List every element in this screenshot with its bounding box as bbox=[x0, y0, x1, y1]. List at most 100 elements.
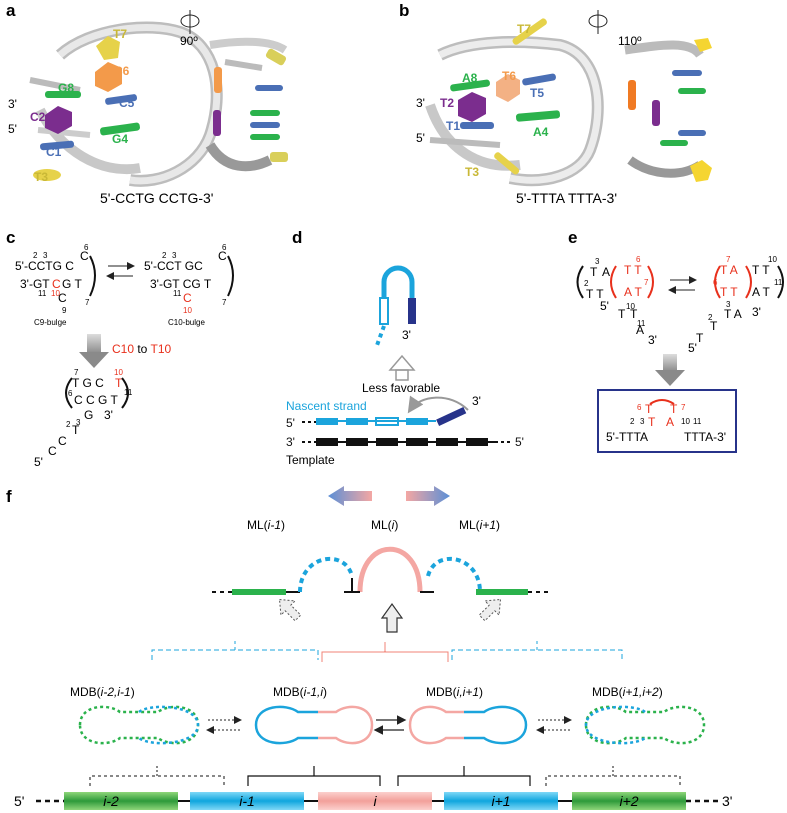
t5-base-icon bbox=[522, 73, 556, 86]
d-up-arrow bbox=[388, 354, 416, 381]
b-label-a8: A8 bbox=[462, 71, 478, 85]
dumbbell-3 bbox=[408, 705, 528, 745]
e-down-arrow bbox=[655, 354, 685, 386]
svg-text:T T: T T bbox=[752, 263, 770, 277]
segment-i-1 bbox=[190, 792, 304, 810]
svg-text:6: 6 bbox=[636, 255, 641, 264]
shift-left-arrow-icon bbox=[328, 486, 372, 506]
e-right-structure: 7T A 10T T 6T T A T11 3T A 2T 3' T5' bbox=[688, 255, 784, 355]
svg-text:5': 5' bbox=[600, 299, 609, 313]
svg-text:11: 11 bbox=[173, 289, 182, 298]
a-label-c1: C1 bbox=[46, 145, 62, 159]
dumbbell-4 bbox=[584, 705, 706, 745]
mutation-to: T10 bbox=[150, 342, 171, 356]
svg-text:C: C bbox=[52, 277, 61, 291]
a-label-g8: G8 bbox=[58, 81, 74, 95]
ml-mid-label: ML(i) bbox=[371, 518, 398, 532]
shift-right-arrow-icon bbox=[406, 486, 450, 506]
svg-text:5': 5' bbox=[688, 341, 697, 355]
c5-base-icon bbox=[105, 94, 138, 105]
svg-text:7: 7 bbox=[74, 368, 79, 377]
rotate-icon-b bbox=[588, 10, 608, 34]
b-label-t5: T5 bbox=[530, 86, 544, 100]
b-label-a4: A4 bbox=[533, 125, 549, 139]
svg-text:5'-TTTA: 5'-TTTA bbox=[606, 430, 648, 444]
a8-base-icon bbox=[450, 79, 490, 92]
b-angle: 110º bbox=[618, 34, 642, 48]
nascent-5prime: 5' bbox=[286, 416, 295, 430]
a-label-c2: C2 bbox=[30, 110, 46, 124]
svg-text:C: C bbox=[183, 291, 192, 305]
ml-loop-diagram bbox=[212, 546, 548, 595]
b-label-t7: T7 bbox=[517, 22, 531, 36]
svg-text:7: 7 bbox=[681, 403, 686, 412]
b-sequence: 5'-TTTA TTTA-3' bbox=[516, 190, 617, 206]
b-label-t2: T2 bbox=[440, 96, 454, 110]
a-label-t7: T7 bbox=[113, 27, 127, 41]
svg-text:10: 10 bbox=[681, 417, 690, 426]
svg-text:2: 2 bbox=[162, 251, 167, 260]
template-strand: 3' 5' bbox=[286, 435, 524, 449]
svg-text:3: 3 bbox=[726, 300, 731, 309]
svg-text:A: A bbox=[666, 415, 674, 429]
svg-text:T: T bbox=[618, 307, 626, 321]
t6-base-icon bbox=[496, 74, 520, 102]
svg-text:10: 10 bbox=[114, 368, 123, 377]
svg-text:3: 3 bbox=[640, 417, 645, 426]
panel-c-label: c bbox=[6, 228, 15, 247]
panel-a-label: a bbox=[6, 1, 16, 20]
segment-label-3: i bbox=[373, 793, 377, 809]
svg-text:11: 11 bbox=[693, 417, 702, 426]
b-label-t3: T3 bbox=[465, 165, 479, 179]
c1-base-icon bbox=[40, 140, 75, 151]
g8-base-icon bbox=[45, 91, 81, 98]
a-label-c6: C6 bbox=[114, 64, 130, 78]
mutation-from: C10 bbox=[112, 342, 134, 356]
mutation-to-word: to bbox=[134, 342, 150, 356]
equilibrium-arrow bbox=[106, 262, 135, 280]
mdb-label-2: MDB(i-1,i) bbox=[273, 685, 327, 699]
segment-label-2: i-1 bbox=[239, 793, 255, 809]
svg-text:C: C bbox=[58, 434, 67, 448]
segment-brackets bbox=[89, 766, 681, 786]
dumbbell-equilibrium-arrows bbox=[206, 715, 572, 735]
svg-text:11: 11 bbox=[38, 289, 47, 298]
svg-text:T: T bbox=[696, 331, 704, 345]
svg-text:2: 2 bbox=[630, 417, 635, 426]
segment-strand: 5' 3' bbox=[14, 792, 732, 810]
svg-text:3: 3 bbox=[76, 418, 81, 427]
f-brackets bbox=[151, 640, 623, 662]
svg-text:C10 to T10: C10 to T10 bbox=[112, 342, 171, 356]
svg-text:5'-CCT GC: 5'-CCT GC bbox=[144, 259, 203, 273]
segment-i bbox=[318, 792, 432, 810]
svg-text:9: 9 bbox=[62, 306, 67, 315]
template-label: Template bbox=[286, 453, 335, 467]
svg-text:10: 10 bbox=[183, 306, 192, 315]
b-label-3prime: 3' bbox=[416, 96, 425, 110]
svg-text:10: 10 bbox=[51, 289, 60, 298]
a-label-5prime: 5' bbox=[8, 122, 17, 136]
svg-text:A T: A T bbox=[624, 285, 642, 299]
svg-text:T: T bbox=[630, 307, 638, 321]
dumbbell-2 bbox=[254, 705, 374, 745]
a-label-t3: T3 bbox=[34, 170, 48, 184]
svg-text:C: C bbox=[80, 249, 89, 263]
nascent-strand-label: Nascent strand bbox=[286, 399, 367, 413]
svg-text:T T: T T bbox=[720, 285, 738, 299]
svg-text:2: 2 bbox=[66, 420, 71, 429]
t1-base-icon bbox=[460, 122, 494, 129]
svg-text:A T: A T bbox=[752, 285, 770, 299]
panel-b-structure bbox=[425, 18, 712, 187]
svg-text:TTTA-3': TTTA-3' bbox=[684, 430, 726, 444]
svg-text:7: 7 bbox=[222, 298, 227, 307]
t7-base-icon bbox=[96, 36, 120, 60]
svg-text:T: T bbox=[590, 265, 598, 279]
svg-text:T T: T T bbox=[586, 287, 604, 301]
c9-bulge-label: C9-bulge bbox=[34, 318, 67, 327]
c6-base-icon bbox=[95, 62, 122, 92]
template-5prime: 5' bbox=[515, 435, 524, 449]
svg-text:7: 7 bbox=[726, 255, 731, 264]
